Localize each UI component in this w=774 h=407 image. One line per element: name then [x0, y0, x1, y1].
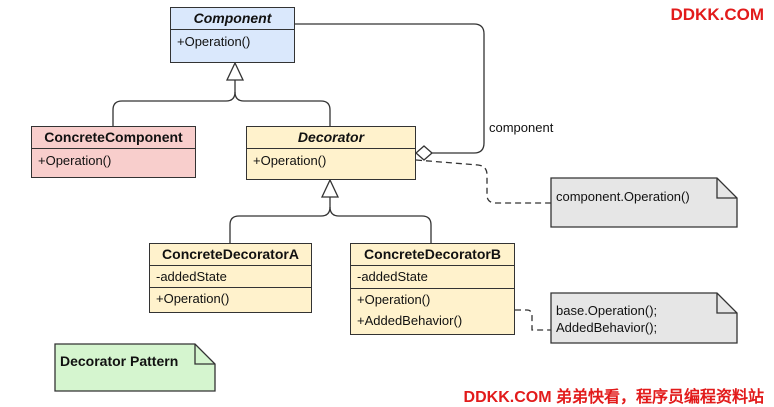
note-decorator-b-line-2: AddedBehavior(); [556, 320, 658, 335]
note-decorator-text: component.Operation() [556, 188, 690, 205]
note-link-decorator [415, 159, 551, 204]
inheritance-edge-concrete-decorator-b [329, 206, 432, 243]
class-decorator-operation: +Operation() [253, 153, 327, 168]
note-fold-decorator-b [716, 293, 737, 314]
class-concrete-decorator-b-added-behavior: +AddedBehavior() [357, 313, 463, 328]
class-decorator: Decorator +Operation() [246, 126, 416, 180]
watermark-top: DDKK.COM [670, 5, 765, 24]
note-shape-decorator-b [550, 292, 738, 344]
inheritance-edge-concrete-component [112, 80, 236, 126]
inheritance-edge-concrete-decorator-a [229, 197, 331, 243]
class-concrete-decorator-a-operation: +Operation() [150, 287, 311, 309]
aggregation-edge [295, 23, 485, 154]
inheritance-arrowhead-decorator [320, 178, 340, 198]
aggregation-label: component [489, 120, 554, 135]
note-decorator-b-text: base.Operation(); AddedBehavior(); [556, 302, 657, 336]
note-shape-decorator [550, 177, 738, 228]
class-concrete-decorator-a-attribute: -addedState [156, 269, 227, 284]
class-concrete-component-name: ConcreteComponent [32, 127, 195, 149]
note-link-decorator-b [515, 309, 551, 331]
note-decorator-line: component.Operation() [556, 189, 690, 204]
class-concrete-decorator-a: ConcreteDecoratorA -addedState +Operatio… [149, 243, 312, 313]
note-shape-title [54, 343, 216, 392]
note-fold-title [194, 344, 215, 365]
inheritance-arrowhead-component [225, 61, 245, 81]
class-component-operation: +Operation() [177, 34, 251, 49]
note-title-text: Decorator Pattern [60, 353, 179, 369]
class-concrete-decorator-b-attribute: -addedState [357, 269, 428, 284]
class-component: Component +Operation() [170, 7, 295, 63]
aggregation-diamond [415, 145, 433, 161]
class-concrete-decorator-a-name: ConcreteDecoratorA [150, 244, 311, 266]
class-concrete-component-operation: +Operation() [38, 153, 112, 168]
class-decorator-name: Decorator [247, 127, 415, 149]
note-decorator-b-line-1: base.Operation(); [556, 303, 658, 318]
class-concrete-component: ConcreteComponent +Operation() [31, 126, 196, 178]
watermark-bottom: DDKK.COM 弟弟快看，程序员编程资料站 [463, 389, 764, 406]
class-concrete-decorator-b-operations: +Operation() +AddedBehavior() [351, 288, 514, 331]
class-component-name: Component [171, 8, 294, 30]
class-concrete-decorator-b-name: ConcreteDecoratorB [351, 244, 514, 266]
note-fold-decorator [716, 178, 737, 199]
class-concrete-decorator-b: ConcreteDecoratorB -addedState +Operatio… [350, 243, 515, 335]
class-concrete-decorator-b-operation: +Operation() [357, 292, 431, 307]
inheritance-edge-decorator [234, 91, 331, 126]
